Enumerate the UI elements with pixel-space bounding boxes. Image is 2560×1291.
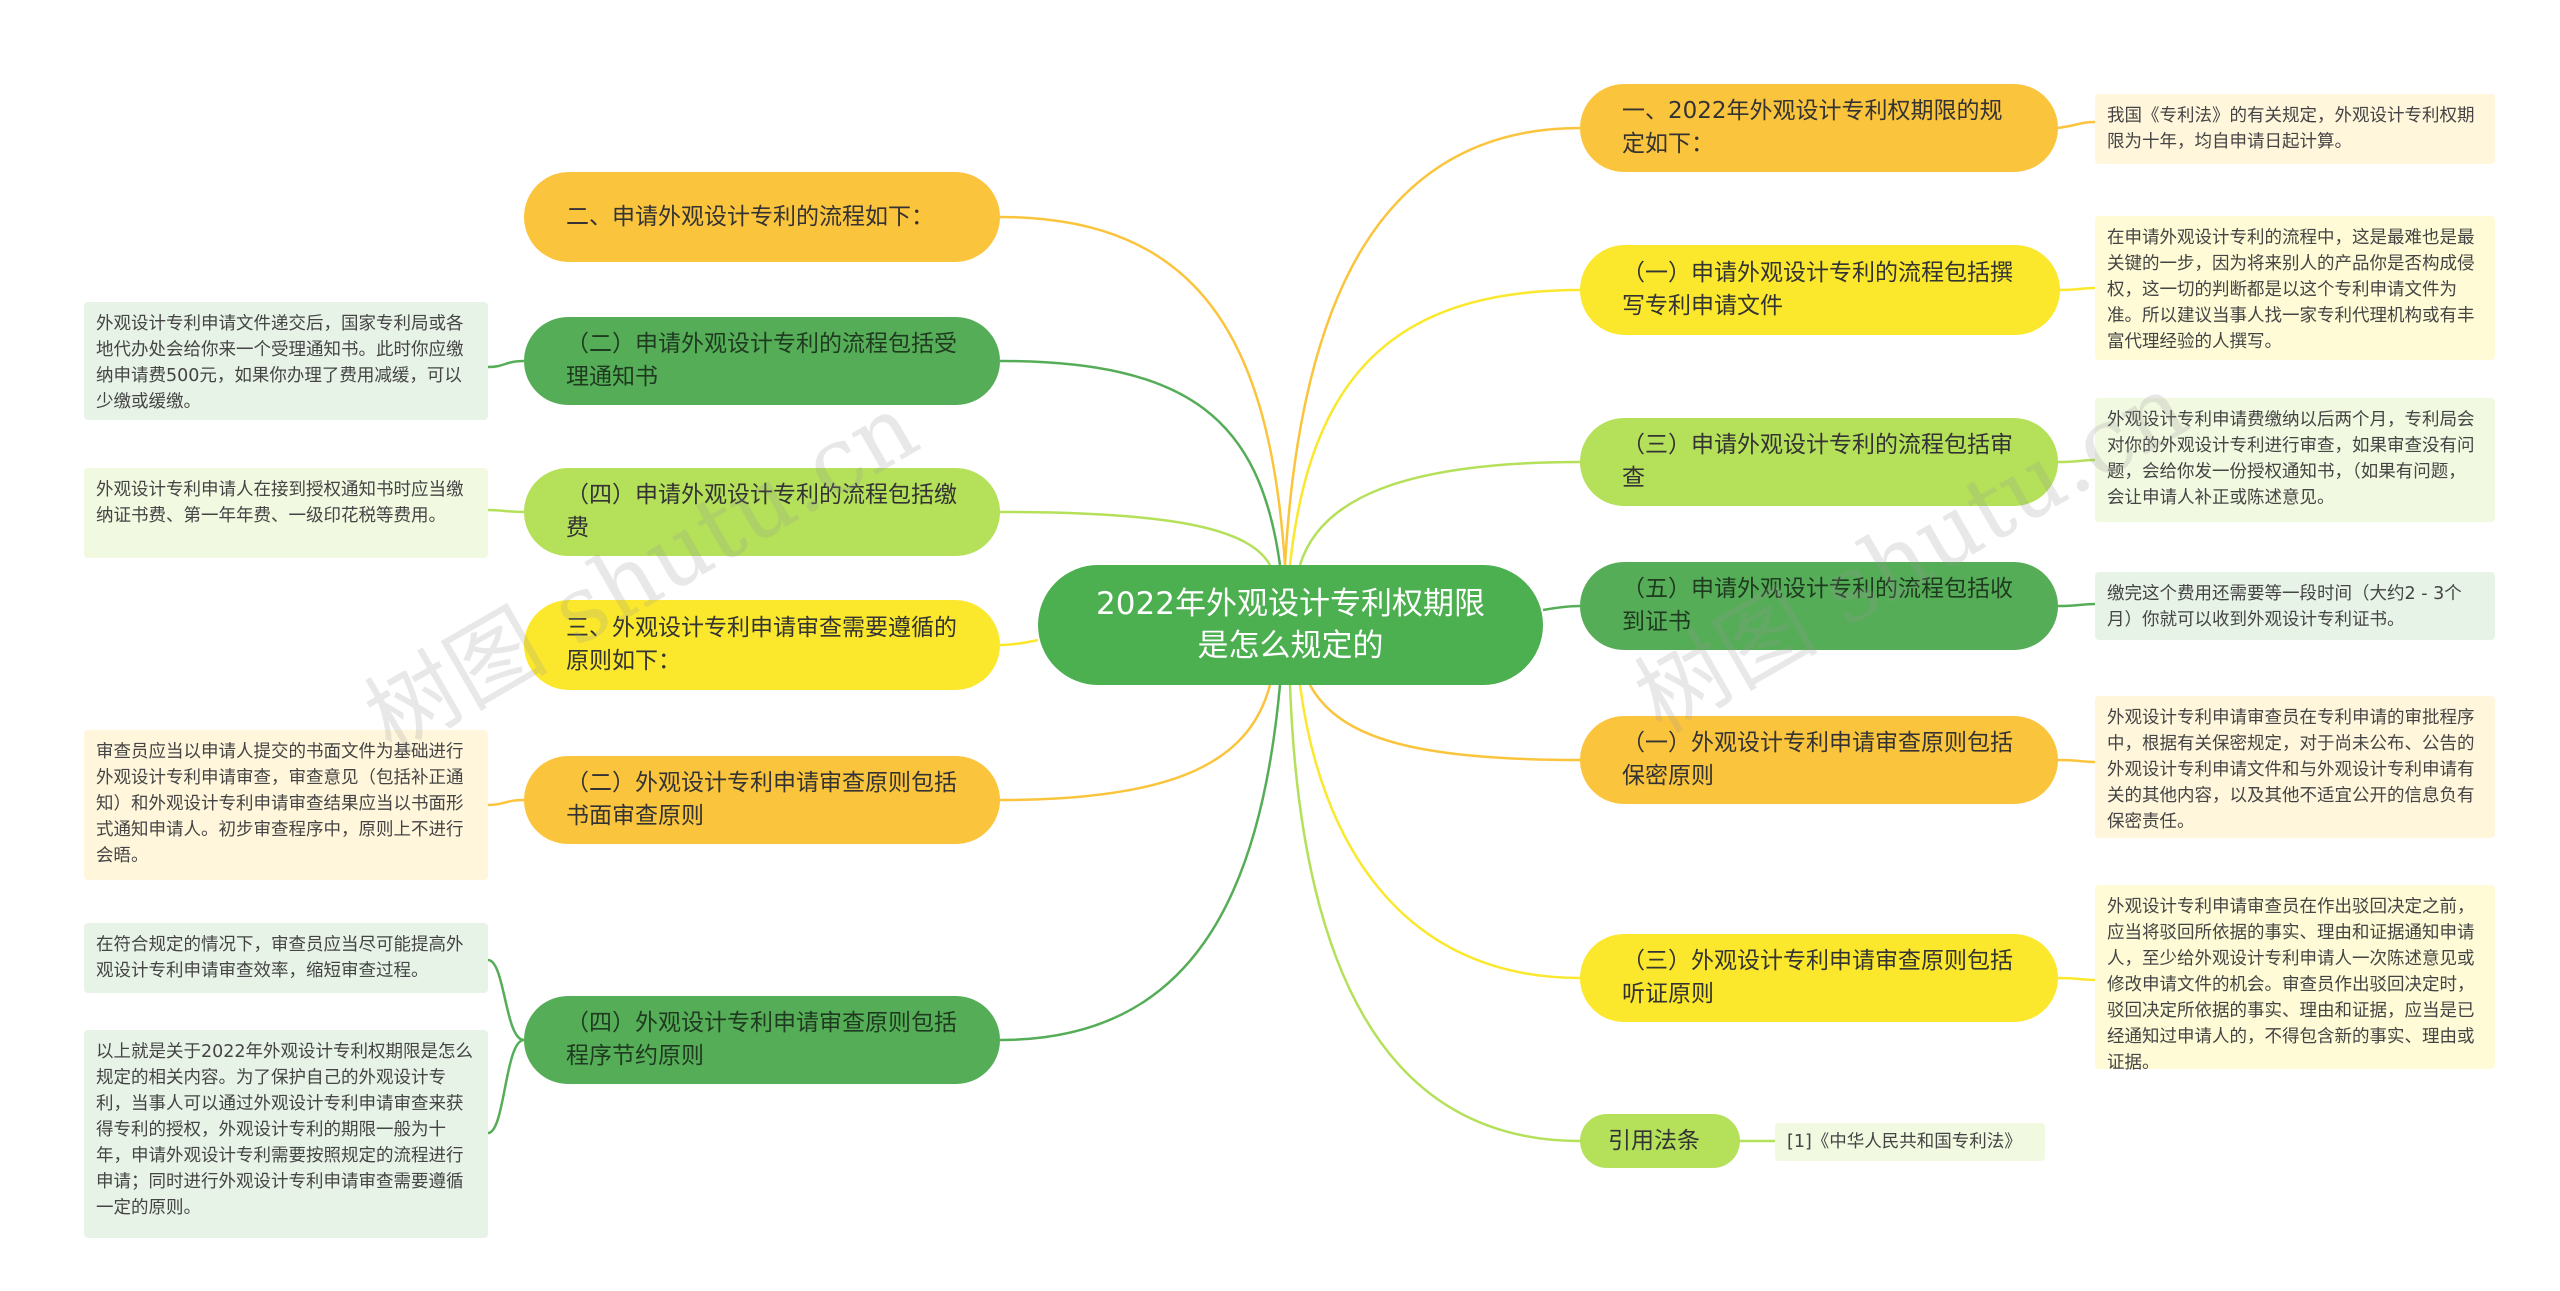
branch-l5-label: （二）外观设计专利申请审查原则包括书面审查原则 [566, 770, 957, 829]
link-r6-note [2057, 976, 2096, 982]
link-r2-note [2059, 286, 2096, 292]
link-r3 [1298, 460, 1581, 566]
branch-r4-label: （五）申请外观设计专利的流程包括收到证书 [1622, 576, 2013, 635]
branch-r7-label: 引用法条 [1608, 1127, 1700, 1154]
link-r6 [1298, 684, 1581, 980]
link-l5-note [487, 798, 525, 807]
note-r1: 我国《专利法》的有关规定，外观设计专利权期限为十年，均自申请日起计算。 [2095, 94, 2495, 164]
note-l3-text: 外观设计专利申请人在接到授权通知书时应当缴纳证书费、第一年年费、一级印花税等费用… [96, 480, 464, 526]
branch-l2[interactable]: （二）申请外观设计专利的流程包括受理通知书 [524, 317, 1000, 405]
note-r6-text: 外观设计专利申请审查员在作出驳回决定之前，应当将驳回所依据的事实、理由和证据通知… [2107, 897, 2475, 1073]
link-l6 [999, 684, 1282, 1042]
link-l3-note [487, 508, 525, 514]
note-r5-text: 外观设计专利申请审查员在专利申请的审批程序中，根据有关保密规定，对于尚未公布、公… [2107, 708, 2475, 832]
link-l6-note2 [487, 1038, 525, 1135]
link-l6-note [487, 958, 525, 1042]
note-l6-summary: 以上就是关于2022年外观设计专利权期限是怎么规定的相关内容。为了保护自己的外观… [84, 1030, 488, 1238]
note-r6: 外观设计专利申请审查员在作出驳回决定之前，应当将驳回所依据的事实、理由和证据通知… [2095, 885, 2495, 1073]
note-l2-text: 外观设计专利申请文件递交后，国家专利局或各地代办处会给你来一个受理通知书。此时你… [96, 314, 464, 412]
link-l2-note [487, 359, 525, 369]
note-l6-text: 在符合规定的情况下，审查员应当尽可能提高外观设计专利申请审查效率，缩短审查过程。 [96, 935, 464, 981]
branch-r1[interactable]: 一、2022年外观设计专利权期限的规定如下： [1580, 84, 2058, 172]
note-r1-text: 我国《专利法》的有关规定，外观设计专利权期限为十年，均自申请日起计算。 [2107, 106, 2475, 152]
branch-l4-label: 三、外观设计专利申请审查需要遵循的原则如下： [566, 615, 957, 674]
branch-l6[interactable]: （四）外观设计专利申请审查原则包括程序节约原则 [524, 996, 1000, 1084]
branch-r6-label: （三）外观设计专利申请审查原则包括听证原则 [1622, 948, 2013, 1007]
branch-l5[interactable]: （二）外观设计专利申请审查原则包括书面审查原则 [524, 756, 1000, 844]
branch-l1-label: 二、申请外观设计专利的流程如下： [566, 203, 934, 230]
branch-r2-label: （一）申请外观设计专利的流程包括撰写专利申请文件 [1622, 260, 2013, 319]
branch-r3-label: （三）申请外观设计专利的流程包括审查 [1622, 432, 2013, 491]
note-l6: 在符合规定的情况下，审查员应当尽可能提高外观设计专利申请审查效率，缩短审查过程。 [84, 923, 488, 993]
link-r4-note [2057, 602, 2096, 608]
note-l2: 外观设计专利申请文件递交后，国家专利局或各地代办处会给你来一个受理通知书。此时你… [84, 302, 488, 420]
note-l3: 外观设计专利申请人在接到授权通知书时应当缴纳证书费、第一年年费、一级印花税等费用… [84, 468, 488, 558]
branch-r7[interactable]: 引用法条 [1580, 1114, 1740, 1168]
note-l5: 审查员应当以申请人提交的书面文件为基础进行外观设计专利申请审查，审查意见（包括补… [84, 730, 488, 880]
link-r2 [1288, 288, 1581, 566]
branch-r4[interactable]: （五）申请外观设计专利的流程包括收到证书 [1580, 562, 2058, 650]
note-r4-text: 缴完这个费用还需要等一段时间（大约2 - 3个月）你就可以收到外观设计专利证书。 [2107, 584, 2462, 630]
link-l1 [999, 215, 1287, 566]
central-topic-title: 2022年外观设计专利权期限是怎么规定的 [1096, 586, 1485, 664]
link-r5 [1308, 684, 1581, 762]
note-r7: [1]《中华人民共和国专利法》 [1775, 1123, 2045, 1161]
link-r5-note [2057, 758, 2096, 764]
link-l3 [999, 510, 1272, 566]
central-topic[interactable]: 2022年外观设计专利权期限是怎么规定的 [1038, 565, 1543, 685]
note-r2: 在申请外观设计专利的流程中，这是最难也是最关键的一步，因为将来别人的产品你是否构… [2095, 216, 2495, 360]
branch-r6[interactable]: （三）外观设计专利申请审查原则包括听证原则 [1580, 934, 2058, 1022]
branch-l3[interactable]: （四）申请外观设计专利的流程包括缴费 [524, 468, 1000, 556]
branch-r5-label: （一）外观设计专利申请审查原则包括保密原则 [1622, 730, 2013, 789]
link-r4 [1542, 604, 1581, 612]
note-r3-text: 外观设计专利申请费缴纳以后两个月，专利局会对你的外观设计专利进行审查，如果审查没… [2107, 410, 2475, 508]
note-r4: 缴完这个费用还需要等一段时间（大约2 - 3个月）你就可以收到外观设计专利证书。 [2095, 572, 2495, 640]
link-l5 [999, 684, 1272, 802]
branch-l6-label: （四）外观设计专利申请审查原则包括程序节约原则 [566, 1010, 957, 1069]
branch-l3-label: （四）申请外观设计专利的流程包括缴费 [566, 482, 957, 541]
branch-r2[interactable]: （一）申请外观设计专利的流程包括撰写专利申请文件 [1580, 245, 2060, 335]
link-l4 [999, 638, 1039, 647]
link-r7 [1288, 684, 1581, 1143]
link-l2 [999, 359, 1282, 566]
link-r3-note [2057, 458, 2096, 464]
branch-l1[interactable]: 二、申请外观设计专利的流程如下： [524, 172, 1000, 262]
branch-r3[interactable]: （三）申请外观设计专利的流程包括审查 [1580, 418, 2058, 506]
note-r7-text: [1]《中华人民共和国专利法》 [1787, 1132, 2022, 1152]
link-r1-note [2057, 120, 2096, 130]
link-r1 [1283, 126, 1581, 566]
branch-l2-label: （二）申请外观设计专利的流程包括受理通知书 [566, 331, 957, 390]
note-r3: 外观设计专利申请费缴纳以后两个月，专利局会对你的外观设计专利进行审查，如果审查没… [2095, 398, 2495, 522]
branch-r1-label: 一、2022年外观设计专利权期限的规定如下： [1622, 98, 2003, 157]
note-l5-text: 审查员应当以申请人提交的书面文件为基础进行外观设计专利申请审查，审查意见（包括补… [96, 742, 464, 866]
note-r2-text: 在申请外观设计专利的流程中，这是最难也是最关键的一步，因为将来别人的产品你是否构… [2107, 228, 2475, 352]
branch-r5[interactable]: （一）外观设计专利申请审查原则包括保密原则 [1580, 716, 2058, 804]
note-r5: 外观设计专利申请审查员在专利申请的审批程序中，根据有关保密规定，对于尚未公布、公… [2095, 696, 2495, 838]
note-l6-summary-text: 以上就是关于2022年外观设计专利权期限是怎么规定的相关内容。为了保护自己的外观… [96, 1042, 474, 1218]
branch-l4[interactable]: 三、外观设计专利申请审查需要遵循的原则如下： [524, 600, 1000, 690]
